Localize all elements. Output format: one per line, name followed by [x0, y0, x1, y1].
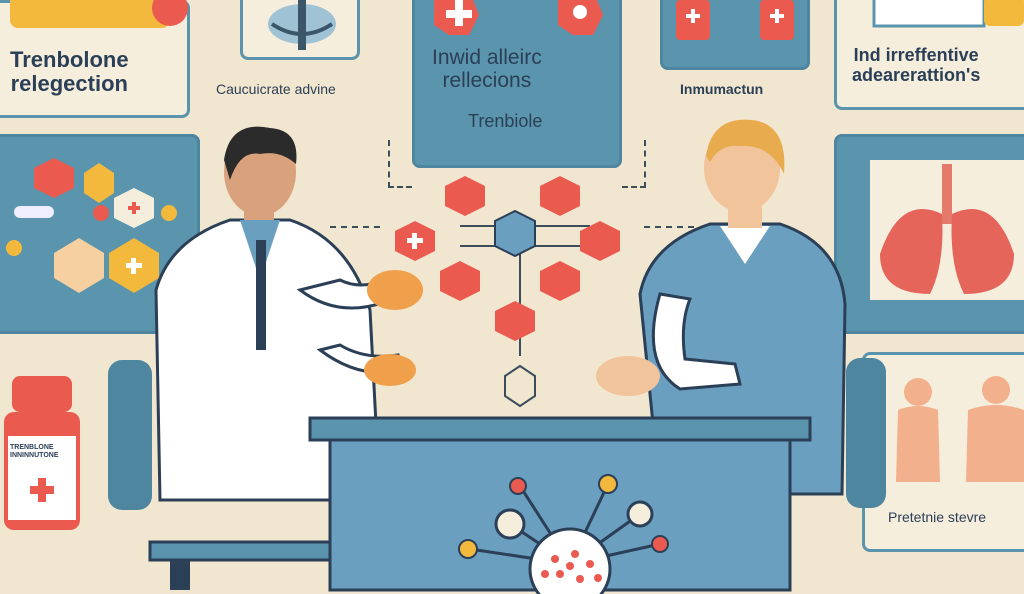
central-molecule-icon — [395, 176, 620, 408]
doctor-chair — [108, 360, 152, 510]
top-right-caption: Inmumactun — [680, 81, 764, 97]
connector-far-left — [330, 226, 380, 228]
document-icon — [872, 0, 1024, 28]
trenbolone-bottle-icon — [4, 376, 80, 530]
top-left-caption: Caucuicrate advine — [216, 81, 336, 97]
pill-bottle-icon — [676, 0, 794, 40]
connector-left — [388, 140, 412, 188]
patient-chair — [846, 358, 886, 508]
molecule-icon — [558, 0, 603, 35]
medical-cross-icon — [434, 0, 479, 35]
skeleton-icon — [268, 0, 336, 50]
warning-icon — [10, 0, 188, 28]
far-right-text: Ind irreffentive adearerattion's — [852, 45, 981, 85]
top-center-text: Inwid alleirc rellecions — [432, 46, 542, 93]
connector-right — [622, 140, 646, 188]
lungs-icon — [870, 160, 1024, 300]
bottom-right-caption: Pretetnie stevre — [888, 509, 987, 525]
top-center-subtext: Trenbiole — [468, 111, 543, 131]
bottle-label: TRENBLONE INNINNUTONE — [10, 444, 59, 459]
cell-molecule-icon — [458, 474, 669, 594]
hex-network-icon — [6, 158, 177, 293]
human-figure-icon — [896, 376, 1024, 482]
top-left-title: Trenbolone relegection — [10, 47, 129, 97]
connector-far-right — [644, 226, 694, 228]
